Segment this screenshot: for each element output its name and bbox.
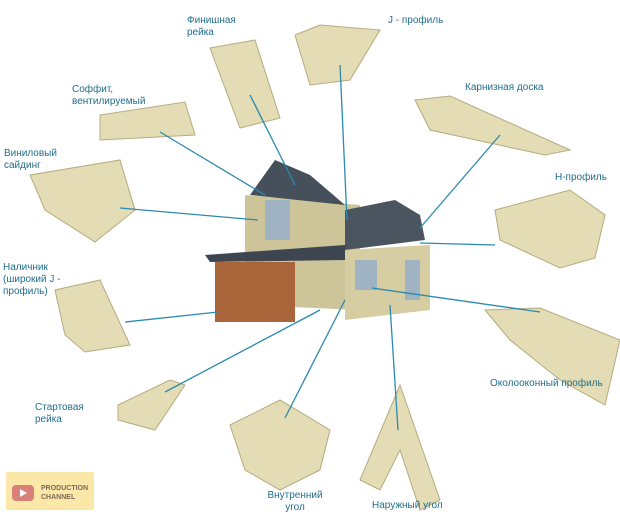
- label-casing: Наличник (широкий J - профиль): [3, 262, 61, 297]
- starter-strip-part: [117, 379, 186, 431]
- house: [205, 160, 430, 322]
- label-j-profile: J - профиль: [388, 15, 444, 26]
- label-h-profile: H-профиль: [555, 172, 607, 183]
- finish-strip-part: [209, 39, 281, 129]
- label-soffit: Соффит, вентилируемый: [72, 84, 146, 107]
- vinyl-siding-part: [29, 159, 136, 243]
- label-vinyl-siding: Виниловый сайдинг: [4, 148, 57, 171]
- j-profile-part: [294, 24, 381, 86]
- label-fascia: Карнизная доска: [465, 82, 544, 93]
- casing-part: [54, 279, 131, 353]
- fascia-part: [414, 95, 572, 156]
- label-outside-corner: Наружный угол: [372, 500, 443, 511]
- soffit-part: [99, 101, 196, 141]
- production-channel-logo: PRODUCTION CHANNEL: [6, 472, 94, 510]
- logo-line2: CHANNEL: [41, 494, 76, 501]
- youtube-play-icon: [12, 485, 34, 501]
- label-window-profile: Околооконный профиль: [490, 378, 603, 389]
- logo-line1: PRODUCTION: [41, 485, 89, 492]
- h-profile-part: [494, 189, 606, 269]
- outside-corner-part: [359, 383, 441, 511]
- label-finish-strip: Финишная рейка: [187, 15, 236, 38]
- leader-lines: [119, 64, 541, 431]
- inside-corner-part: [229, 399, 331, 491]
- label-inside-corner: Внутренний угол: [267, 490, 323, 513]
- label-starter-strip: Стартовая рейка: [35, 402, 84, 425]
- window-profile-part: [483, 307, 620, 406]
